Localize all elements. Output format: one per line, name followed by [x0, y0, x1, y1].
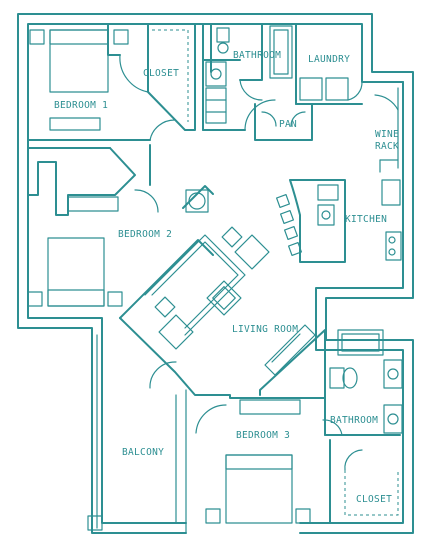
room-labels: BEDROOM 1 CLOSET BATHROOM LAUNDRY PAN WI… [54, 50, 399, 505]
tub-1 [269, 25, 293, 79]
bedroom-2 [27, 144, 214, 319]
label-wine: WINE [375, 129, 399, 140]
bedroom-1 [27, 23, 196, 149]
label-bedroom-3: BEDROOM 3 [236, 430, 290, 441]
label-bedroom-1: BEDROOM 1 [54, 100, 108, 111]
bed-2 [47, 237, 105, 307]
wine-rack [374, 81, 404, 176]
label-bedroom-2: BEDROOM 2 [118, 229, 172, 240]
balcony-area [87, 334, 187, 534]
label-living-room: LIVING ROOM [232, 324, 298, 335]
label-pan: PAN [279, 119, 297, 130]
label-closet-1: CLOSET [143, 68, 179, 79]
bedroom-3 [119, 317, 343, 524]
label-laundry: LAUNDRY [308, 54, 350, 65]
label-bathroom-2: BATHROOM [330, 415, 378, 426]
living-room [144, 226, 316, 376]
stove [385, 231, 402, 261]
label-kitchen: KITCHEN [345, 214, 387, 225]
outer-walls [17, 13, 414, 534]
toilet [216, 27, 230, 43]
tub-2 [337, 329, 384, 356]
bed-3 [225, 454, 293, 524]
sink [205, 61, 227, 87]
label-bathroom-1: BATHROOM [233, 50, 281, 61]
label-rack: RACK [375, 141, 399, 152]
kitchen [275, 179, 402, 263]
fridge [381, 179, 401, 206]
label-closet-2: CLOSET [356, 494, 392, 505]
label-balcony: BALCONY [122, 447, 164, 458]
bathroom-2 [324, 329, 403, 524]
toilet-2 [329, 367, 345, 389]
bathroom-1-laundry [202, 23, 363, 141]
bed-1 [49, 29, 109, 93]
